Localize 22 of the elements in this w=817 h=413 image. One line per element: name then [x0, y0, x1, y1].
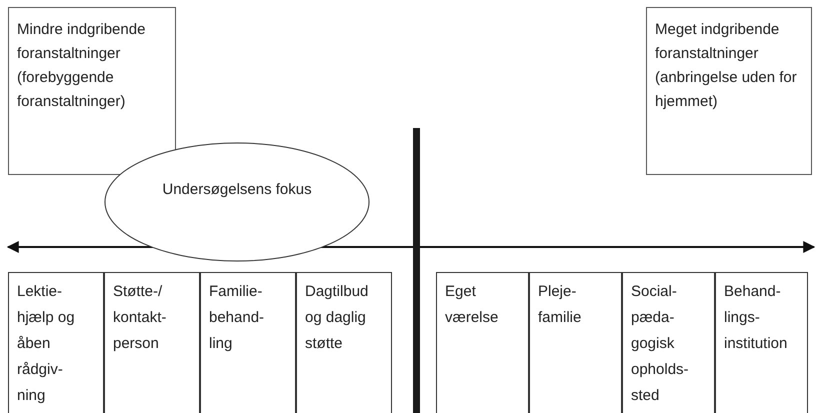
node-text: Dagtilbud og daglig støtte: [305, 282, 370, 354]
node-text: Meget indgribende foranstaltninger (anbringelse uden for hjemmet): [655, 20, 798, 112]
measure-cell: [200, 272, 296, 413]
measure-cell: [529, 272, 622, 413]
node-text: Lektie- hjælp og åben rådgiv- ning: [17, 282, 76, 406]
node-text: Undersøgelsens fokus: [162, 180, 312, 200]
node-text: Behand- lings- institution: [724, 282, 788, 354]
node-text: Familie- behand- ling: [209, 282, 266, 354]
measure-cell: [104, 272, 200, 413]
measure-cell: [8, 272, 104, 413]
focus-ellipse: [104, 142, 370, 262]
node-text: Pleje- familie: [538, 282, 582, 328]
node-text: Støtte-/ kontakt- person: [113, 282, 168, 354]
category-box: [646, 7, 812, 175]
measure-cell: [436, 272, 529, 413]
node-text: Eget værelse: [445, 282, 500, 328]
measure-cell: [296, 272, 392, 413]
measure-cell: [715, 272, 808, 413]
category-box: [8, 7, 176, 175]
node-text: Mindre indgribende foranstaltninger (forebyggende foranstaltninger): [17, 20, 146, 112]
measure-cell: [622, 272, 715, 413]
node-text: Social- pæda- gogisk opholds- sted: [631, 282, 690, 406]
